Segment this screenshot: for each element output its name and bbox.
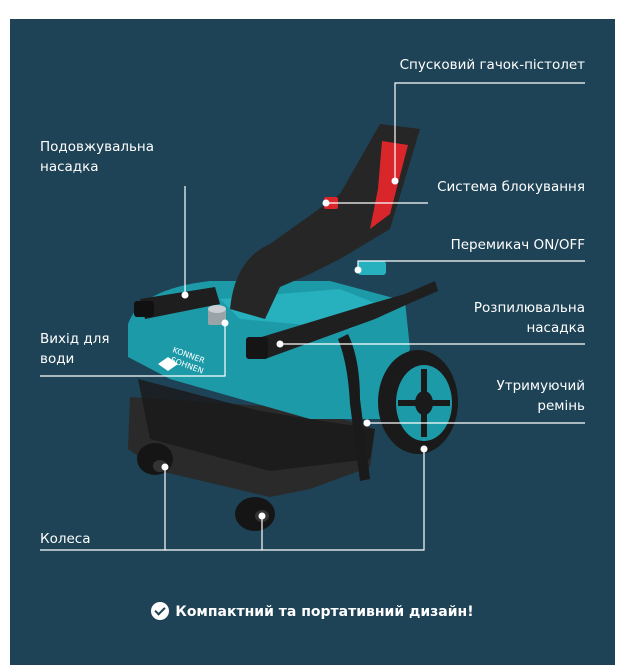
- callout-lines: [40, 82, 585, 551]
- label-holding-strap: Утримуючий ремінь: [496, 378, 586, 414]
- spray-lance: [255, 281, 438, 359]
- extension-nozzle: [140, 287, 220, 319]
- onoff-switch: [358, 261, 386, 275]
- holding-strap: [338, 334, 370, 481]
- label-wheels: Колеса: [40, 531, 91, 547]
- label-water-outlet: Вихід для води: [40, 331, 110, 367]
- front-wheel-left: [137, 443, 173, 475]
- label-lock-system: Система блокування: [437, 179, 585, 195]
- trigger-red: [370, 141, 408, 229]
- water-outlet-fitting: [208, 305, 226, 325]
- label-onoff-switch: Перемикач ON/OFF: [450, 237, 585, 253]
- product-panel: KONNER SOHNEN: [10, 19, 615, 665]
- pressure-washer-illustration: KONNER SOHNEN: [40, 82, 585, 551]
- front-wheel-right: [235, 497, 275, 531]
- callout-dots: [161, 177, 428, 520]
- footer: Компактний та портативний дизайн!: [10, 602, 615, 620]
- spray-gun: [230, 124, 420, 319]
- rear-wheel: [378, 350, 458, 454]
- label-extension-nozzle: Подовжувальна насадка: [40, 139, 155, 175]
- footer-text: Компактний та портативний дизайн!: [175, 604, 474, 620]
- check-circle-icon: [151, 602, 170, 620]
- washer-skirt: [138, 379, 375, 471]
- label-trigger: Спусковий гачок-пістолет: [399, 57, 585, 73]
- label-spray-nozzle: Розпилювальна насадка: [473, 300, 585, 336]
